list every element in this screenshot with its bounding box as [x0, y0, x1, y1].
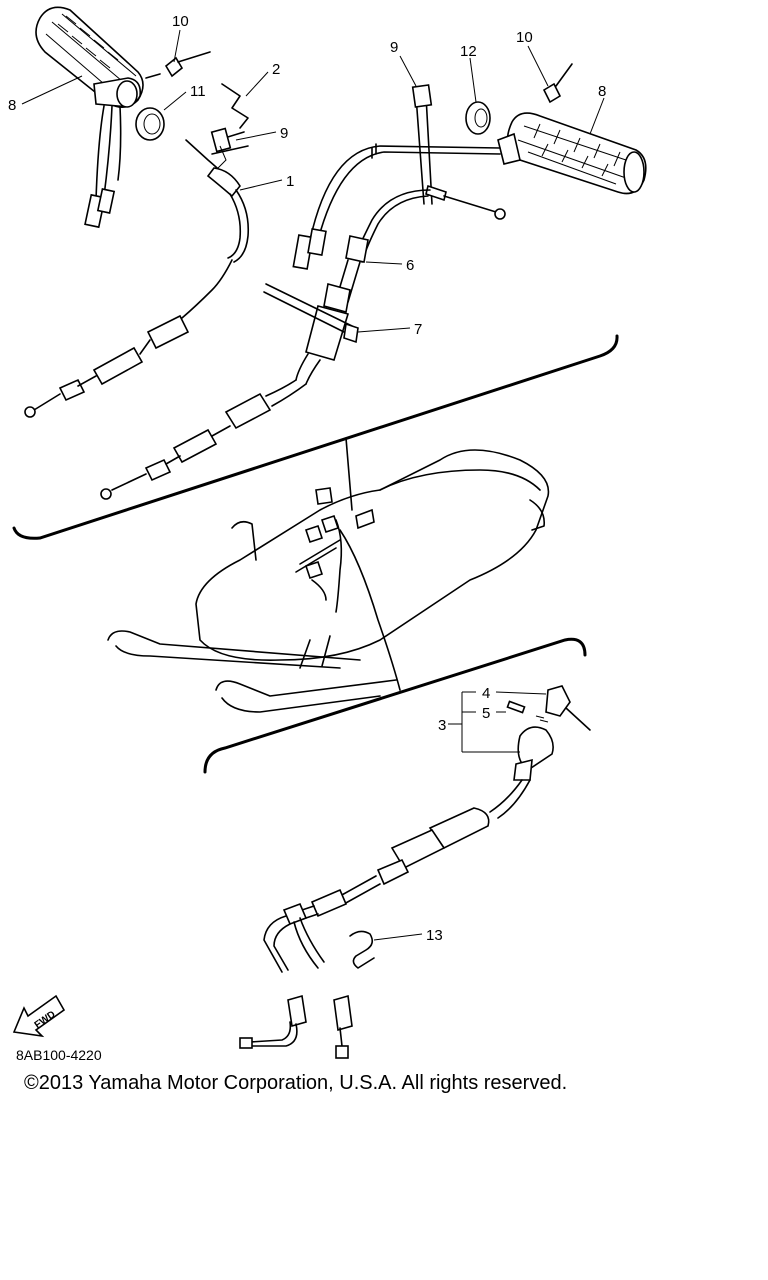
callout-10-left: 10 [172, 13, 189, 30]
brake-cable [100, 184, 506, 500]
callout-8-left: 8 [8, 97, 16, 114]
collar-right [465, 101, 491, 135]
bracket-3 [448, 691, 520, 753]
callout-5: 5 [482, 705, 490, 722]
callout-2: 2 [272, 61, 280, 78]
callout-8-right: 8 [598, 83, 606, 100]
screw-left [145, 51, 211, 79]
callout-9-right: 9 [390, 39, 398, 56]
cable-tie-7 [263, 283, 359, 344]
left-grip [35, 6, 144, 108]
right-grip-wires [292, 143, 501, 270]
callout-12: 12 [460, 43, 477, 60]
part-code: 8AB100-4220 [16, 1047, 102, 1063]
snowmobile [107, 449, 550, 713]
callout-13: 13 [426, 927, 443, 944]
leader-7 [357, 327, 411, 333]
callout-6: 6 [406, 257, 414, 274]
clip-13 [349, 930, 375, 969]
leader-8a [21, 75, 83, 105]
connector-upper [345, 437, 353, 511]
collar-left [135, 107, 165, 141]
left-grip-wires [84, 105, 122, 229]
leader-13 [373, 933, 423, 941]
leader-10a [173, 29, 181, 63]
connector-lower [339, 529, 401, 691]
callout-4: 4 [482, 685, 490, 702]
callout-11: 11 [190, 83, 206, 100]
callout-7: 7 [414, 321, 422, 338]
leader-9b [399, 55, 417, 87]
throttle-cable [24, 139, 250, 418]
callout-10-right: 10 [516, 29, 533, 46]
callout-3: 3 [438, 717, 446, 734]
callout-1: 1 [286, 173, 294, 190]
leader-6 [365, 261, 403, 265]
screw-right [542, 63, 573, 104]
leader-11 [163, 91, 187, 111]
leader-9a [235, 131, 277, 141]
leader-12 [469, 57, 477, 103]
switch-assembly [506, 685, 591, 781]
leader-2 [245, 71, 269, 97]
callout-9-left: 9 [280, 125, 288, 142]
copyright-notice: ©2013 Yamaha Motor Corporation, U.S.A. A… [24, 1072, 568, 1094]
lower-cable-assembly [239, 779, 531, 1059]
cable-tie-left [210, 127, 249, 183]
clip-2 [221, 83, 249, 129]
leader-1 [239, 179, 283, 191]
fwd-arrow-icon: FWD [12, 994, 66, 1038]
leader-10b [527, 45, 549, 87]
upper-panel-frame [12, 334, 619, 540]
right-grip [497, 112, 647, 195]
cable-tie-right [411, 84, 433, 205]
leader-4 [495, 691, 547, 695]
lower-panel-frame [203, 637, 587, 774]
leader-8b [589, 97, 605, 135]
